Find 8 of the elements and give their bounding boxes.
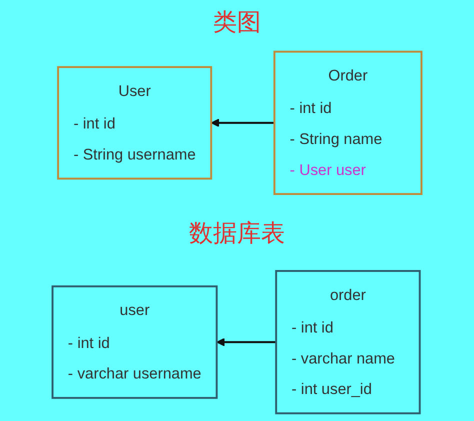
section-heading: 类图 [213, 7, 261, 38]
node-box: Order - int id - String name - User user [273, 50, 422, 195]
arrow [216, 338, 276, 346]
arrow [210, 118, 274, 128]
section-heading: 数据库表 [189, 218, 285, 248]
node-box: user - int id - varchar username [52, 285, 218, 399]
node-box: User - int id - String username [57, 66, 212, 180]
node-box: order - int id - varchar name - int user_id [275, 270, 421, 414]
